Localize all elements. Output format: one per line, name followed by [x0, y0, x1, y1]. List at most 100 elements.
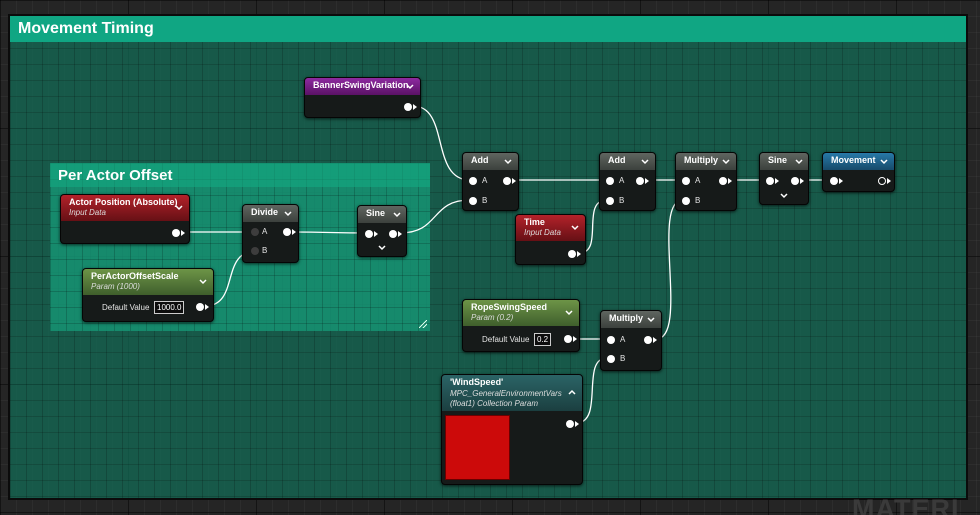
resize-handle-icon[interactable] — [419, 320, 427, 328]
input-arrow-icon — [374, 231, 378, 237]
output-arrow-icon — [645, 178, 649, 184]
output-pin-unconnected[interactable] — [878, 177, 886, 185]
output-arrow-icon — [887, 178, 891, 184]
input-pin-b[interactable] — [251, 247, 259, 255]
chevron-down-icon[interactable] — [779, 191, 789, 201]
output-arrow-icon — [653, 337, 657, 343]
node-movement-output[interactable]: Movement — [822, 152, 895, 192]
node-subtitle: Param (1000) — [91, 282, 140, 291]
chevron-down-icon[interactable] — [721, 157, 731, 167]
input-pin-b[interactable] — [607, 355, 615, 363]
output-pin[interactable] — [404, 103, 412, 111]
node-sine-2[interactable]: Sine — [759, 152, 809, 205]
node-subtitle: Input Data — [69, 208, 106, 217]
output-pin[interactable] — [791, 177, 799, 185]
node-multiply-1[interactable]: Multiply A B — [675, 152, 737, 211]
pin-label-a: A — [620, 335, 626, 344]
node-title: PerActorOffsetScale — [91, 271, 179, 281]
output-arrow-icon — [205, 304, 209, 310]
output-pin[interactable] — [564, 335, 572, 343]
node-header[interactable]: 'WindSpeed' MPC_GeneralEnvironmentVars (… — [442, 375, 582, 411]
node-header[interactable]: Add — [600, 153, 655, 170]
chevron-down-icon[interactable] — [564, 308, 574, 318]
output-arrow-icon — [181, 230, 185, 236]
input-pin-a[interactable] — [606, 177, 614, 185]
chevron-down-icon[interactable] — [646, 315, 656, 325]
input-pin-b[interactable] — [606, 197, 614, 205]
output-pin[interactable] — [644, 336, 652, 344]
output-arrow-icon — [800, 178, 804, 184]
node-subtitle: Param (0.2) — [471, 313, 514, 322]
input-pin-a[interactable] — [469, 177, 477, 185]
comment-title-movement-timing[interactable]: Movement Timing — [10, 16, 966, 42]
output-pin[interactable] — [636, 177, 644, 185]
node-rope-swing-speed[interactable]: RopeSwingSpeed Param (0.2) Default Value… — [462, 299, 580, 352]
node-header[interactable]: Actor Position (Absolute) Input Data — [61, 195, 189, 221]
chevron-down-icon[interactable] — [879, 157, 889, 167]
output-pin[interactable] — [196, 303, 204, 311]
output-arrow-icon — [512, 178, 516, 184]
input-pin[interactable] — [365, 230, 373, 238]
default-value-input[interactable]: 0.2 — [534, 333, 552, 346]
node-header[interactable]: PerActorOffsetScale Param (1000) — [83, 269, 213, 295]
chevron-down-icon[interactable] — [283, 209, 293, 219]
chevron-down-icon[interactable] — [198, 277, 208, 287]
input-pin[interactable] — [830, 177, 838, 185]
node-header[interactable]: Sine — [760, 153, 808, 170]
node-multiply-2[interactable]: Multiply A B — [600, 310, 662, 371]
input-pin-a[interactable] — [251, 228, 259, 236]
node-time[interactable]: Time Input Data — [515, 214, 586, 265]
output-pin[interactable] — [503, 177, 511, 185]
node-wind-speed[interactable]: 'WindSpeed' MPC_GeneralEnvironmentVars (… — [441, 374, 583, 485]
node-sine-1[interactable]: Sine — [357, 205, 407, 257]
input-pin-b[interactable] — [469, 197, 477, 205]
node-header[interactable]: Add — [463, 153, 518, 170]
node-subtitle: (float1) Collection Param — [450, 399, 539, 408]
chevron-down-icon[interactable] — [640, 157, 650, 167]
default-value-label: Default Value — [102, 303, 150, 312]
chevron-down-icon[interactable] — [794, 157, 804, 167]
output-pin[interactable] — [719, 177, 727, 185]
node-banner-swing-variation[interactable]: BannerSwingVariation — [304, 77, 421, 118]
chevron-down-icon[interactable] — [377, 243, 387, 253]
chevron-down-icon[interactable] — [392, 210, 402, 220]
node-add-2[interactable]: Add A B — [599, 152, 656, 211]
chevron-down-icon[interactable] — [405, 82, 415, 92]
node-add-1[interactable]: Add A B — [462, 152, 519, 211]
output-arrow-icon — [398, 231, 402, 237]
default-value-input[interactable]: 1000.0 — [154, 301, 185, 314]
node-actor-position[interactable]: Actor Position (Absolute) Input Data — [60, 194, 190, 244]
node-divide[interactable]: Divide A B — [242, 204, 299, 263]
comment-box-movement-timing[interactable]: Movement Timing — [8, 14, 968, 500]
output-pin[interactable] — [568, 250, 576, 258]
node-header[interactable]: RopeSwingSpeed Param (0.2) — [463, 300, 579, 326]
output-arrow-icon — [413, 104, 417, 110]
input-pin-a[interactable] — [607, 336, 615, 344]
chevron-down-icon[interactable] — [174, 203, 184, 213]
pin-label-b: B — [262, 246, 268, 255]
pin-label-b: B — [620, 354, 626, 363]
chevron-down-icon[interactable] — [570, 223, 580, 233]
node-subtitle: Input Data — [524, 228, 561, 237]
node-header[interactable]: Multiply — [601, 311, 661, 328]
input-pin[interactable] — [766, 177, 774, 185]
output-pin[interactable] — [172, 229, 180, 237]
output-pin[interactable] — [283, 228, 291, 236]
output-arrow-icon — [292, 229, 296, 235]
chevron-down-icon[interactable] — [503, 157, 513, 167]
node-header[interactable]: Sine — [358, 206, 406, 223]
color-preview-swatch — [445, 415, 510, 480]
input-pin-a[interactable] — [682, 177, 690, 185]
output-pin[interactable] — [389, 230, 397, 238]
node-header[interactable]: Multiply — [676, 153, 736, 170]
output-pin[interactable] — [566, 420, 574, 428]
node-header[interactable]: BannerSwingVariation — [305, 78, 420, 95]
comment-title-per-actor-offset[interactable]: Per Actor Offset — [50, 163, 430, 187]
input-pin-b[interactable] — [682, 197, 690, 205]
chevron-up-icon[interactable] — [567, 387, 577, 397]
node-header[interactable]: Movement — [823, 153, 894, 170]
output-arrow-icon — [728, 178, 732, 184]
node-per-actor-offset-scale[interactable]: PerActorOffsetScale Param (1000) Default… — [82, 268, 214, 322]
node-header[interactable]: Divide — [243, 205, 298, 222]
